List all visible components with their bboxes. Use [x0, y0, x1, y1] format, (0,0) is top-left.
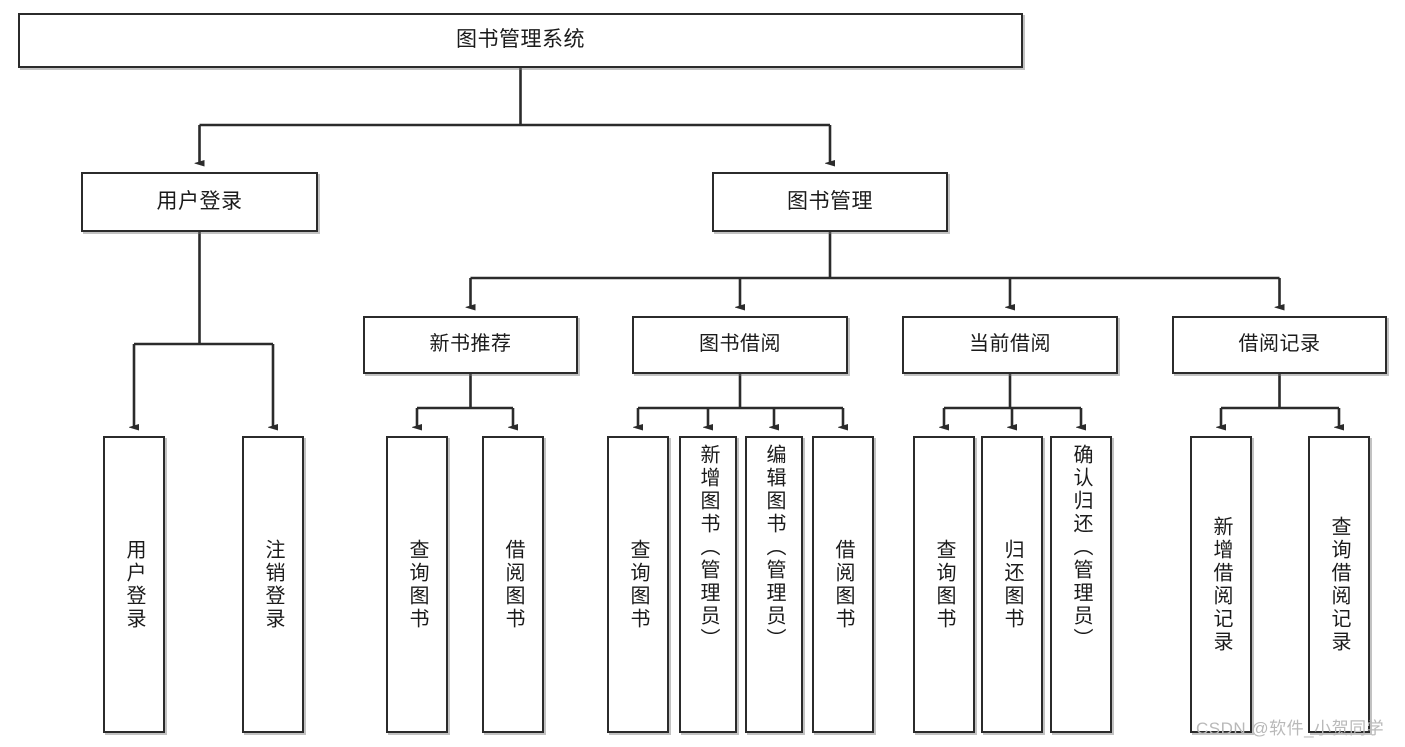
- leaf-recommend-query-book[interactable]: 查询图书: [386, 436, 448, 733]
- node-new-book-recommend-label: 新书推荐: [429, 333, 512, 356]
- leaf-edit-book-label: 编辑图书（管理员）: [763, 444, 785, 651]
- leaf-current-query-book-label: 查询图书: [933, 538, 955, 631]
- leaf-edit-book[interactable]: 编辑图书（管理员）: [745, 436, 803, 733]
- leaf-user-login-label: 用户登录: [123, 538, 145, 631]
- leaf-add-book[interactable]: 新增图书（管理员）: [679, 436, 737, 733]
- node-borrow-record[interactable]: 借阅记录: [1172, 316, 1387, 374]
- leaf-confirm-return-label: 确认归还（管理员）: [1070, 444, 1092, 651]
- leaf-query-borrow-record[interactable]: 查询借阅记录: [1308, 436, 1370, 733]
- node-book-manage[interactable]: 图书管理: [712, 172, 948, 232]
- leaf-recommend-borrow-book-label: 借阅图书: [502, 538, 524, 631]
- leaf-borrow-book[interactable]: 借阅图书: [812, 436, 874, 733]
- node-new-book-recommend[interactable]: 新书推荐: [363, 316, 578, 374]
- leaf-return-book-label: 归还图书: [1001, 538, 1023, 631]
- leaf-confirm-return[interactable]: 确认归还（管理员）: [1050, 436, 1112, 733]
- leaf-recommend-borrow-book[interactable]: 借阅图书: [482, 436, 544, 733]
- leaf-add-book-label: 新增图书（管理员）: [697, 444, 719, 651]
- leaf-borrow-query-book-label: 查询图书: [627, 538, 649, 631]
- leaf-add-borrow-record-label: 新增借阅记录: [1210, 515, 1232, 654]
- node-book-borrow[interactable]: 图书借阅: [632, 316, 848, 374]
- leaf-borrow-book-label: 借阅图书: [832, 538, 854, 631]
- leaf-current-query-book[interactable]: 查询图书: [913, 436, 975, 733]
- leaf-user-login[interactable]: 用户登录: [103, 436, 165, 733]
- node-book-manage-label: 图书管理: [787, 189, 873, 213]
- leaf-logout[interactable]: 注销登录: [242, 436, 304, 733]
- node-user-login[interactable]: 用户登录: [81, 172, 318, 232]
- node-current-borrow-label: 当前借阅: [969, 333, 1051, 356]
- leaf-logout-label: 注销登录: [262, 538, 284, 631]
- node-root-label: 图书管理系统: [456, 28, 585, 52]
- leaf-query-borrow-record-label: 查询借阅记录: [1328, 515, 1350, 654]
- leaf-borrow-query-book[interactable]: 查询图书: [607, 436, 669, 733]
- node-borrow-record-label: 借阅记录: [1238, 333, 1321, 356]
- node-user-login-label: 用户登录: [156, 189, 243, 213]
- node-current-borrow[interactable]: 当前借阅: [902, 316, 1118, 374]
- node-root[interactable]: 图书管理系统: [18, 13, 1023, 68]
- leaf-recommend-query-book-label: 查询图书: [406, 538, 428, 631]
- leaf-return-book[interactable]: 归还图书: [981, 436, 1043, 733]
- node-book-borrow-label: 图书借阅: [699, 333, 781, 356]
- leaf-add-borrow-record[interactable]: 新增借阅记录: [1190, 436, 1252, 733]
